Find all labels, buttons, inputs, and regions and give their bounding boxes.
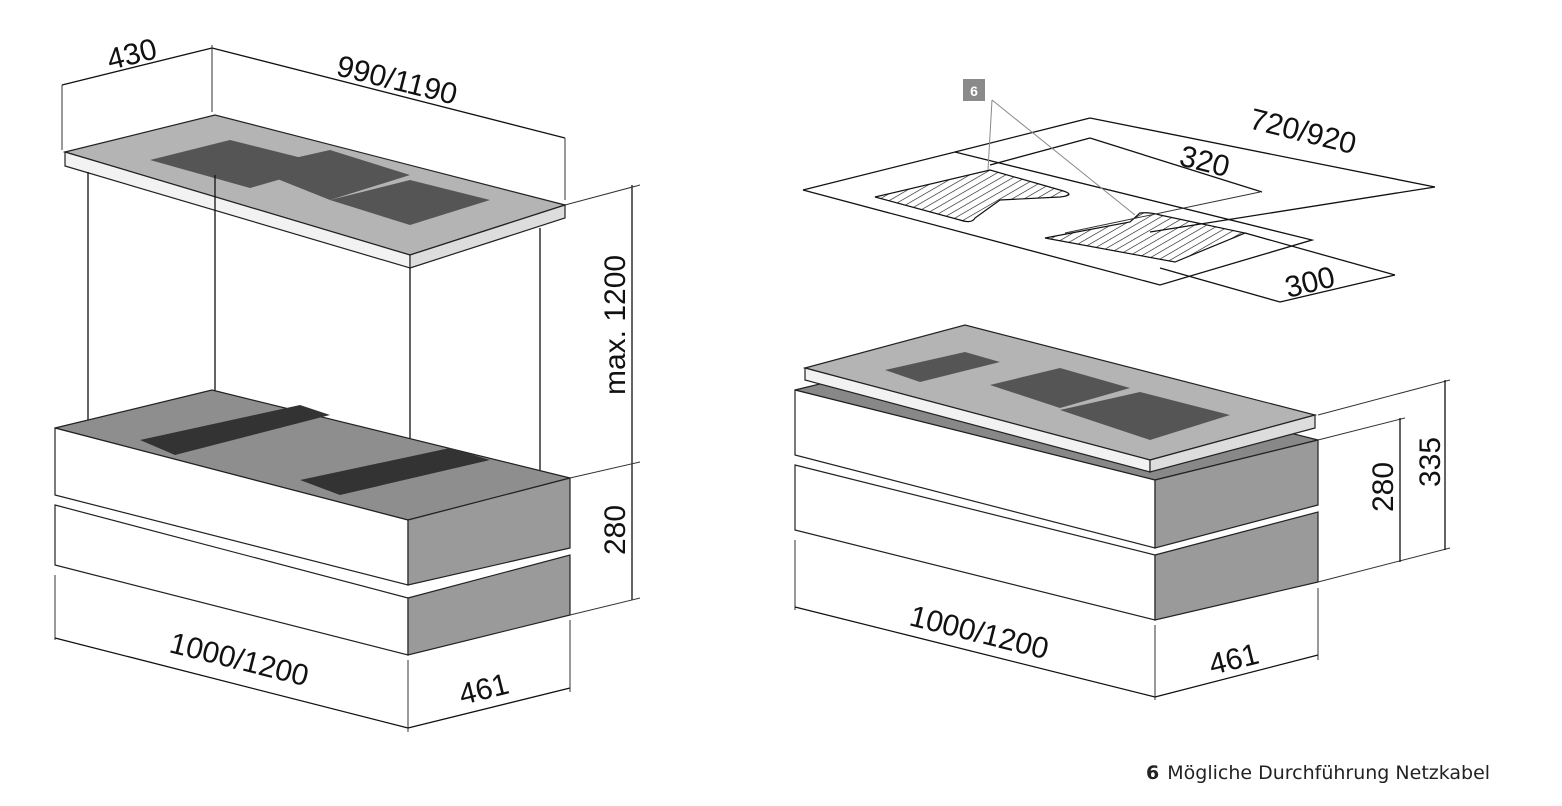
dimension-lines-right <box>794 379 1451 700</box>
ceiling-plate <box>62 114 568 269</box>
dim-depth-bottom-right: 461 <box>1206 638 1263 682</box>
dim-width-top: 990/1190 <box>333 50 460 112</box>
marker-label: 6 <box>970 83 978 99</box>
dim-width-bottom: 1000/1200 <box>166 627 312 693</box>
dim-height-unit-right: 280 <box>1367 462 1400 512</box>
dim-width-bottom-right: 1000/1200 <box>906 600 1052 666</box>
legend-caption: 6 Mögliche Durchführung Netzkabel <box>1146 762 1490 784</box>
dim-cutout-320: 320 <box>1176 140 1233 184</box>
hood-unit <box>54 389 571 656</box>
dim-depth-bottom: 461 <box>456 668 513 712</box>
legend-number: 6 <box>1146 762 1160 784</box>
right-view: 6 720/920 320 30 <box>794 79 1451 700</box>
dim-height-max: max. 1200 <box>599 255 632 395</box>
dimension-lines-left <box>54 45 641 732</box>
dim-height-total: 335 <box>1414 437 1447 487</box>
cutout-template <box>802 99 1436 303</box>
position-marker-6: 6 <box>963 79 985 101</box>
left-view: 430 990/1190 max. 1200 280 1000/1200 461 <box>54 33 641 732</box>
dim-depth-top: 430 <box>104 33 161 77</box>
legend-text: Mögliche Durchführung Netzkabel <box>1167 762 1491 784</box>
dim-cutout-300: 300 <box>1282 261 1339 305</box>
dim-height-unit: 280 <box>599 505 632 555</box>
hood-unit-mounted <box>794 324 1319 621</box>
